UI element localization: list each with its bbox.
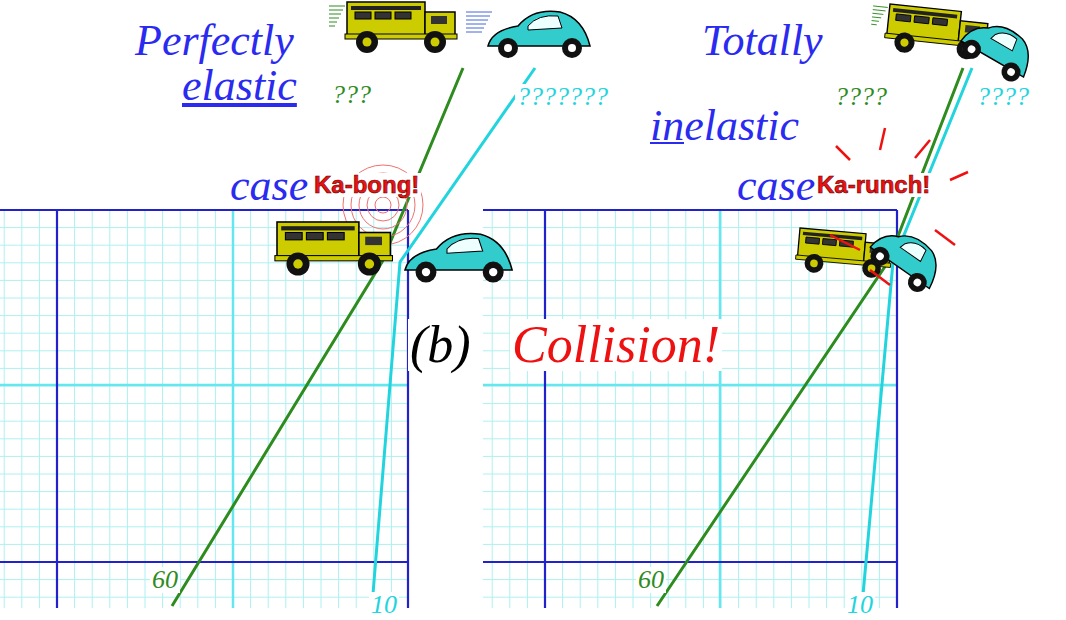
- question-marks: ???????: [515, 84, 610, 110]
- case-caption: elastic: [180, 64, 299, 108]
- case-caption: case: [735, 164, 817, 208]
- sound-effect: Ka-bong!: [312, 173, 421, 197]
- slope-number: 60: [636, 567, 666, 593]
- question-marks: ???: [330, 82, 373, 108]
- question-marks: ????: [975, 84, 1031, 110]
- spacetime-grid: [0, 210, 408, 608]
- slope-number: 10: [369, 592, 399, 618]
- case-caption: case: [228, 164, 310, 208]
- slope-number: 10: [845, 592, 875, 618]
- truck-icon: [275, 222, 393, 276]
- car-icon: [466, 11, 590, 58]
- question-marks: ????: [833, 84, 889, 110]
- crunch-marks: [818, 128, 968, 285]
- car-icon: [405, 234, 512, 283]
- case-caption: Perfectly: [133, 19, 296, 63]
- figure-title: Collision!: [510, 319, 722, 371]
- spacetime-grid: [483, 210, 897, 608]
- slope-number: 60: [150, 567, 180, 593]
- figure-label: (b): [408, 319, 473, 371]
- truck-icon: [329, 2, 457, 53]
- car-icon: [955, 11, 1040, 86]
- truck-icon: [795, 228, 894, 279]
- case-caption: Totally: [700, 19, 825, 63]
- car-worldline: [862, 68, 972, 606]
- underline: [650, 142, 684, 144]
- sound-effect: Ka-runch!: [815, 173, 932, 197]
